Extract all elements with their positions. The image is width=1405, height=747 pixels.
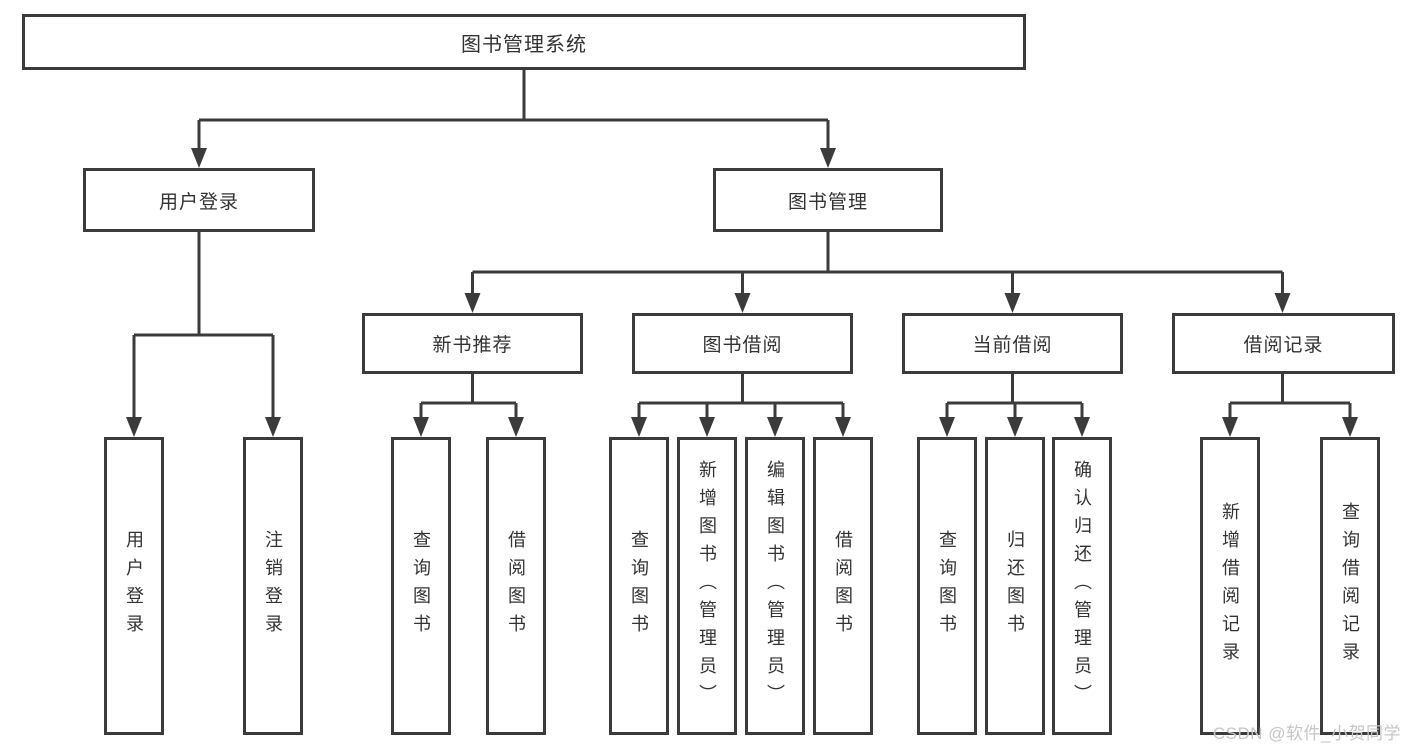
node-borrow-records-label: 借阅记录: [1243, 335, 1324, 356]
leaf-query-borrow-record-label: 查询借阅记录: [1340, 502, 1360, 670]
node-root-label: 图书管理系统: [461, 33, 587, 56]
leaf-query-books-current-label: 查询图书: [937, 530, 957, 642]
node-borrow-records: 借阅记录: [1172, 313, 1395, 374]
leaf-user-login-label: 用户登录: [124, 530, 144, 642]
leaf-query-borrow-record: 查询借阅记录: [1320, 437, 1380, 735]
leaf-confirm-return-admin-label: 确认归还（管理员）: [1072, 460, 1092, 712]
tree-edges: [132, 70, 1352, 423]
leaf-borrow-books-borrowing-label: 借阅图书: [833, 530, 853, 642]
leaf-add-book-admin-label: 新增图书（管理员）: [697, 460, 717, 712]
leaf-return-books-label: 归还图书: [1005, 530, 1025, 642]
leaf-borrow-books-recommend-label: 借阅图书: [506, 530, 526, 642]
node-book-borrowing-label: 图书借阅: [702, 335, 783, 356]
arrowheads: [126, 148, 1358, 437]
leaf-query-books-borrowing: 查询图书: [609, 437, 669, 735]
leaf-confirm-return-admin: 确认归还（管理员）: [1052, 437, 1112, 735]
node-current-borrowing-label: 当前借阅: [972, 335, 1053, 356]
node-book-management-label: 图书管理: [787, 191, 868, 213]
leaf-add-book-admin: 新增图书（管理员）: [677, 437, 737, 735]
leaf-query-books-borrowing-label: 查询图书: [629, 530, 649, 642]
node-new-book-recommend-label: 新书推荐: [432, 335, 513, 356]
leaf-edit-book-admin-label: 编辑图书（管理员）: [765, 460, 785, 712]
leaf-logout: 注销登录: [243, 437, 303, 735]
node-root: 图书管理系统: [22, 14, 1026, 70]
node-user-login-label: 用户登录: [158, 191, 239, 213]
node-book-management: 图书管理: [713, 168, 943, 232]
leaf-user-login: 用户登录: [104, 437, 164, 735]
node-user-login: 用户登录: [83, 168, 315, 232]
node-book-borrowing: 图书借阅: [632, 313, 853, 374]
leaf-borrow-books-recommend: 借阅图书: [486, 437, 546, 735]
leaf-add-borrow-record: 新增借阅记录: [1200, 437, 1260, 735]
leaf-borrow-books-borrowing: 借阅图书: [813, 437, 873, 735]
node-current-borrowing: 当前借阅: [902, 313, 1123, 374]
leaf-edit-book-admin: 编辑图书（管理员）: [745, 437, 805, 735]
leaf-add-borrow-record-label: 新增借阅记录: [1220, 502, 1240, 670]
leaf-query-books-current: 查询图书: [917, 437, 977, 735]
leaf-query-books-recommend: 查询图书: [391, 437, 451, 735]
watermark: CSDN @软件_小贺同学: [1212, 724, 1401, 743]
leaf-query-books-recommend-label: 查询图书: [411, 530, 431, 642]
leaf-logout-label: 注销登录: [263, 530, 283, 642]
node-new-book-recommend: 新书推荐: [362, 313, 583, 374]
leaf-return-books: 归还图书: [985, 437, 1045, 735]
